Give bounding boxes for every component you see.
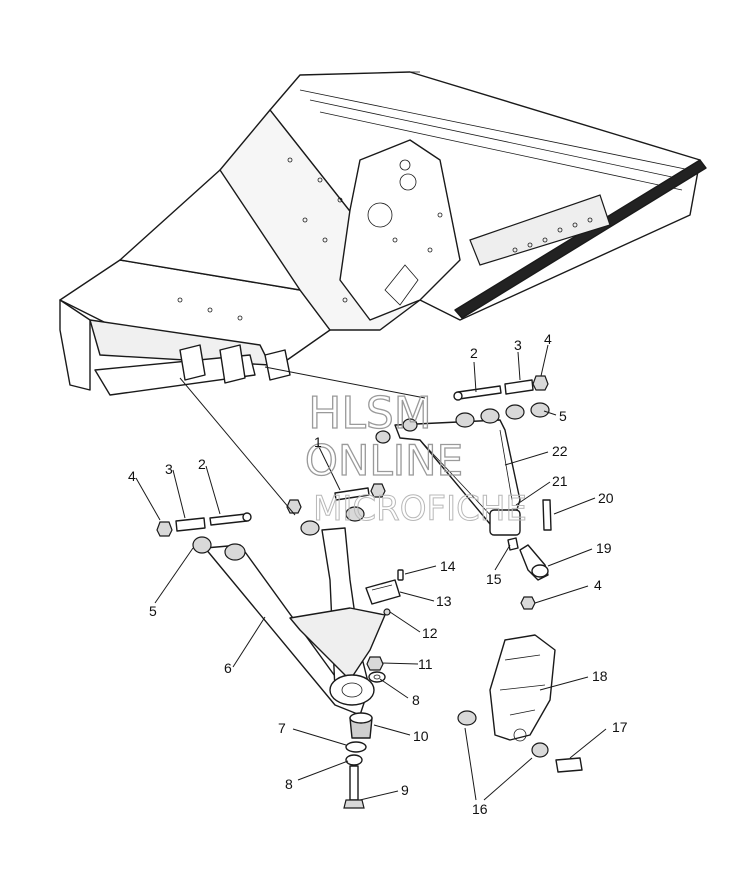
callout-1: 1 xyxy=(314,434,322,450)
watermark-line-1: HLSM xyxy=(308,388,432,439)
leader-lines xyxy=(135,344,607,801)
bushing-5a-6 xyxy=(402,418,418,432)
callout-4-right: 4 xyxy=(594,577,602,593)
upper-hardware-set xyxy=(375,375,550,444)
sleeve-3b xyxy=(175,517,206,532)
callout-7: 7 xyxy=(278,720,286,736)
watermark-line-2: ONLINE xyxy=(305,436,463,485)
upper-a-arm xyxy=(394,419,521,536)
bolt-2a xyxy=(457,385,502,400)
callout-10: 10 xyxy=(413,728,429,744)
watermark: HLSM ONLINE MICROFICHE xyxy=(304,387,527,529)
bolt-20 xyxy=(542,499,552,531)
callout-12: 12 xyxy=(422,625,438,641)
bushing-5b-4 xyxy=(345,506,365,522)
nut-12 xyxy=(383,608,391,616)
lower-hardware-set xyxy=(156,483,386,537)
chassis-frame xyxy=(59,71,707,396)
washer-8b xyxy=(345,754,363,766)
callout-4-lower: 4 xyxy=(128,468,136,484)
callout-3-upper: 3 xyxy=(514,337,522,353)
spindle xyxy=(457,634,583,773)
nut-11 xyxy=(366,656,384,671)
screw-14 xyxy=(397,569,404,581)
spacer-15 xyxy=(507,537,519,551)
callout-13: 13 xyxy=(436,593,452,609)
callout-18: 18 xyxy=(592,668,608,684)
callout-6: 6 xyxy=(224,660,232,676)
nut-4a xyxy=(532,375,549,391)
bolt-head-2a xyxy=(453,391,463,401)
snap-ring-7 xyxy=(345,741,367,753)
upper-ball-joint-hardware xyxy=(507,499,552,610)
bolt-1 xyxy=(334,487,370,501)
bushing-5a-4 xyxy=(530,402,550,418)
callout-11: 11 xyxy=(418,656,433,672)
callout-19: 19 xyxy=(596,540,612,556)
bushing-5b-3 xyxy=(300,520,320,536)
bushing-5a-3 xyxy=(505,404,525,420)
pin-17 xyxy=(555,757,583,773)
callout-2-lower: 2 xyxy=(198,456,206,472)
ball-joint-hardware xyxy=(343,656,386,809)
callout-8-upper: 8 xyxy=(412,692,420,708)
callout-4-upper: 4 xyxy=(544,331,552,347)
callout-5-upper: 5 xyxy=(559,408,567,424)
watermark-line-3: MICROFICHE xyxy=(313,489,527,529)
callout-3-lower: 3 xyxy=(165,461,173,477)
callout-20: 20 xyxy=(598,490,614,506)
callout-17: 17 xyxy=(612,719,628,735)
shock-bracket xyxy=(365,569,404,616)
callout-9: 9 xyxy=(401,782,409,798)
callout-21: 21 xyxy=(552,473,568,489)
bushing-5a-2 xyxy=(480,408,500,424)
callout-14: 14 xyxy=(440,558,456,574)
sleeve-3a xyxy=(504,379,534,395)
nut-4c xyxy=(520,596,536,610)
callout-22: 22 xyxy=(552,443,568,459)
bushing-5a-5 xyxy=(375,430,391,444)
bushing-5b-2 xyxy=(224,543,246,561)
callout-15: 15 xyxy=(486,571,502,587)
nut-4b xyxy=(156,521,173,537)
callout-labels: 1 2 3 4 5 22 4 3 2 21 20 5 19 15 14 4 13… xyxy=(128,331,628,817)
callout-16: 16 xyxy=(472,801,488,817)
callout-5-lower: 5 xyxy=(149,603,157,619)
bushing-5a-1 xyxy=(455,412,475,428)
washer-16b xyxy=(531,742,549,758)
lower-a-arm xyxy=(192,506,386,716)
bolt-2b xyxy=(209,513,248,526)
bushing-16 xyxy=(457,710,477,726)
bushing-5b-1 xyxy=(192,536,212,554)
callout-2-upper: 2 xyxy=(470,345,478,361)
bolt-9 xyxy=(349,765,359,801)
callout-8-lower: 8 xyxy=(285,776,293,792)
